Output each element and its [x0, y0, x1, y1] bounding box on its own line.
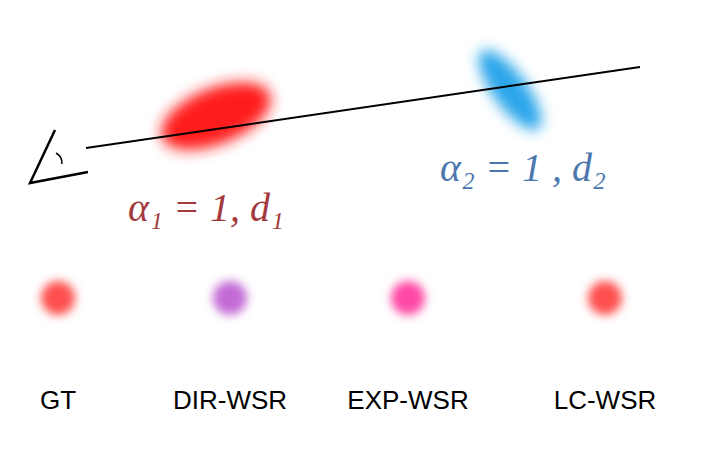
method-label: LC-WSR	[554, 387, 657, 413]
lc-splat	[588, 281, 622, 315]
dir-splat	[213, 281, 247, 315]
gaussian-param: α₁ = 1, d₁	[128, 188, 284, 228]
method-label: DIR-WSR	[173, 387, 287, 413]
camera-ray	[86, 67, 640, 148]
gt-splat	[41, 281, 75, 315]
red-gaussian	[152, 68, 281, 163]
method-label: GT	[40, 387, 76, 413]
gaussian-param: α₂ = 1 , d₂	[440, 148, 606, 188]
eye-arc	[56, 153, 62, 164]
method-label: EXP-WSR	[347, 387, 468, 413]
eye-symbol	[30, 130, 88, 183]
exp-splat	[391, 281, 425, 315]
